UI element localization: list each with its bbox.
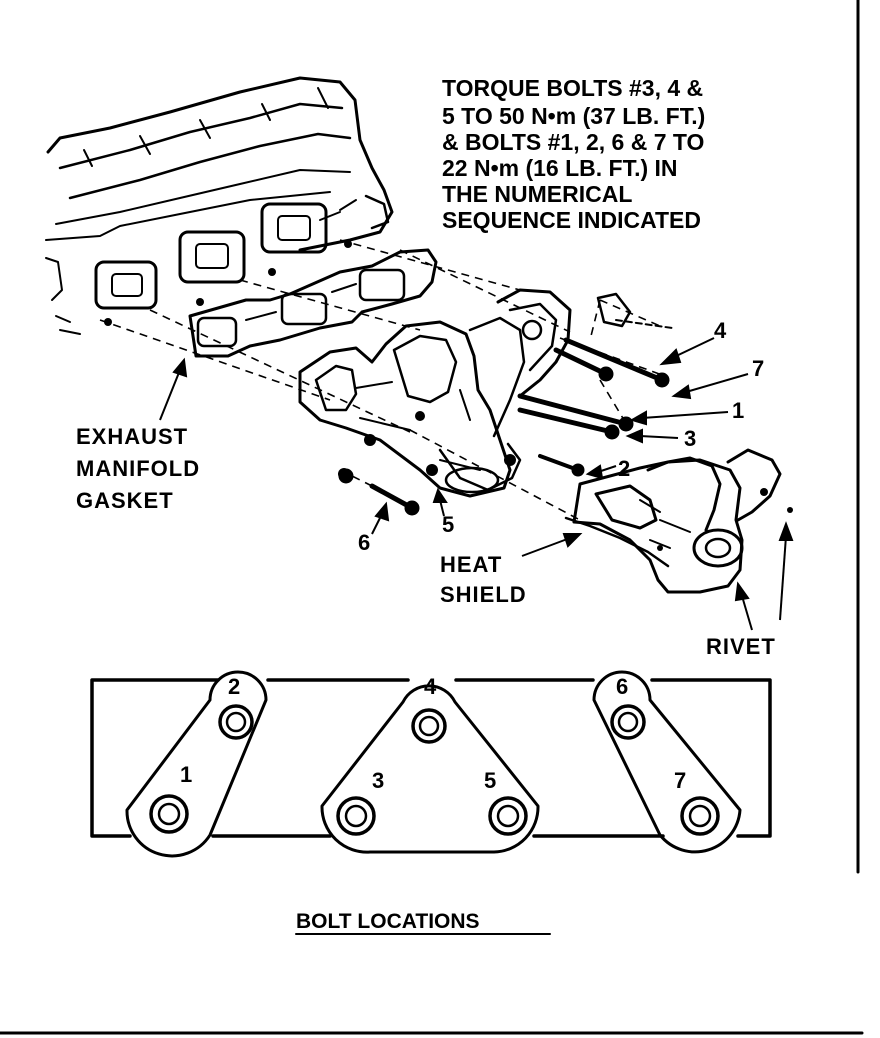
flange-left — [125, 670, 268, 858]
callout-bolt-1: 1 — [732, 398, 744, 423]
instruction-line-5: THE NUMERICAL — [442, 181, 632, 207]
bolt-number-4: 4 — [424, 674, 437, 699]
bolt-number-6: 6 — [616, 674, 628, 699]
bolt-number-1: 1 — [180, 762, 192, 787]
bolt-head-1 — [149, 794, 189, 834]
callout-bolt-7: 7 — [752, 356, 764, 381]
gasket-illustration — [188, 248, 438, 358]
instruction-line-1: TORQUE BOLTS #3, 4 & — [442, 75, 703, 101]
callout-bolt-3: 3 — [684, 426, 696, 451]
gasket-label: EXHAUST MANIFOLD GASKET — [76, 424, 200, 513]
instruction-line-6: SEQUENCE INDICATED — [442, 207, 701, 233]
callout-bolt-6: 6 — [358, 530, 370, 555]
bolt-head-6 — [610, 704, 646, 740]
instruction-line-2: 5 TO 50 N•m (37 LB. FT.) — [442, 103, 705, 129]
bolt-number-5: 5 — [484, 768, 496, 793]
bolt-location-plan: 2 1 4 3 5 6 7 — [90, 670, 772, 858]
torque-instruction: TORQUE BOLTS #3, 4 & 5 TO 50 N•m (37 LB.… — [442, 75, 705, 233]
bolt-number-3: 3 — [372, 768, 384, 793]
flange-center — [320, 684, 540, 854]
bolt-number-7: 7 — [674, 768, 686, 793]
bolt-callouts: 4 7 1 3 2 5 6 — [358, 318, 764, 555]
leader-arrows — [159, 337, 794, 631]
instruction-line-3: & BOLTS #1, 2, 6 & 7 TO — [442, 129, 704, 155]
bolt-head-4 — [411, 708, 447, 744]
gasket-label-line-3: GASKET — [76, 488, 174, 513]
mounting-bracket-illustration — [496, 288, 632, 398]
bolt-head-2 — [218, 704, 254, 740]
page-frame — [0, 0, 864, 1035]
cylinder-head-illustration — [45, 76, 394, 335]
rivet-label: RIVET — [706, 634, 776, 659]
exhaust-manifold-illustration — [298, 316, 526, 498]
callout-bolt-4: 4 — [714, 318, 727, 343]
heat-shield-illustration — [564, 448, 793, 594]
bolt-head-7 — [680, 796, 720, 836]
callout-bolt-5: 5 — [442, 512, 454, 537]
instruction-line-4: 22 N•m (16 LB. FT.) IN — [442, 155, 678, 181]
caption-text: BOLT LOCATIONS — [296, 910, 480, 933]
bolt-head-3 — [336, 796, 376, 836]
heat-shield-label-line-2: SHIELD — [440, 582, 527, 607]
gasket-label-line-2: MANIFOLD — [76, 456, 200, 481]
bolts-illustration — [338, 319, 673, 516]
gasket-label-line-1: EXHAUST — [76, 424, 188, 449]
flange-right — [592, 670, 742, 854]
bolt-locations-caption: BOLT LOCATIONS — [295, 910, 551, 935]
callout-bolt-2: 2 — [618, 456, 630, 481]
bolt-head-5 — [488, 796, 528, 836]
heat-shield-label-line-1: HEAT — [440, 552, 502, 577]
bolt-number-2: 2 — [228, 674, 240, 699]
heat-shield-label: HEAT SHIELD — [440, 552, 527, 607]
